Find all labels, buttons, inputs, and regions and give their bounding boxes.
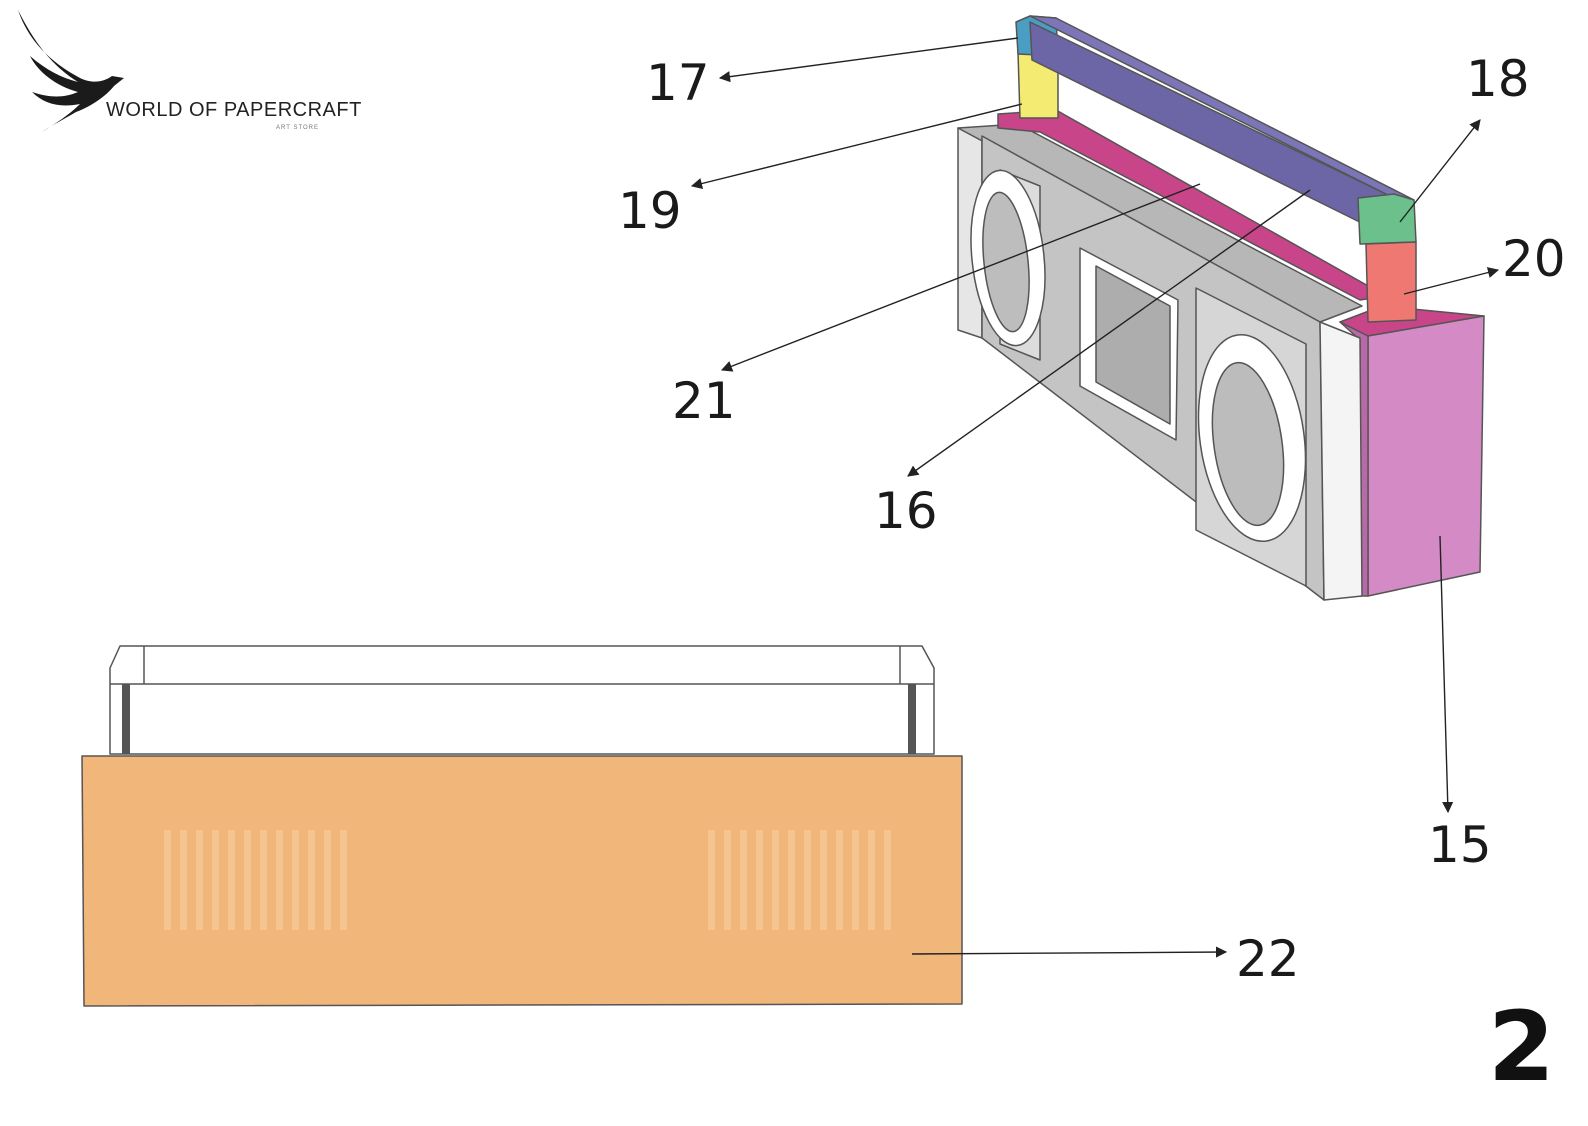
leader-19 [690,103,1023,190]
base-top-rim [109,645,935,755]
leader-17 [718,37,1019,83]
base-assembly [81,645,963,1007]
part-22 [81,755,963,1007]
brand-name: WORLD OF PAPERCRAFT [106,99,362,121]
base-right-post [908,684,916,754]
vent-left [164,830,354,930]
part-15-front [1367,315,1485,597]
part-18 [1357,193,1417,245]
boombox-assembly [957,15,1485,601]
callout-20: 20 [1502,230,1566,288]
brand-logo: WORLD OF PAPERCRAFT ART STORE [18,10,362,132]
brand-tagline: ART STORE [276,125,319,131]
cassette-window [1079,247,1179,441]
leader-lines [690,37,1500,958]
callout-17: 17 [646,54,710,112]
part-20 [1365,241,1417,323]
base-left-post [122,684,130,754]
leader-21 [720,183,1201,372]
leader-20 [1403,267,1500,295]
body-right-face [1319,321,1363,601]
callout-labels: 17 18 19 20 21 16 15 22 [618,50,1566,988]
leader-22 [911,946,1228,958]
right-speaker [1195,287,1307,587]
callout-18: 18 [1466,50,1530,108]
callout-21: 21 [672,372,736,430]
callout-15: 15 [1428,816,1492,874]
leader-15 [1439,535,1454,814]
leader-16 [907,189,1311,477]
page-number: 2 [1488,991,1555,1103]
callout-22: 22 [1236,930,1300,988]
callout-19: 19 [618,182,682,240]
callout-16: 16 [874,482,938,540]
leader-18 [1399,119,1481,223]
vent-right [702,830,892,930]
